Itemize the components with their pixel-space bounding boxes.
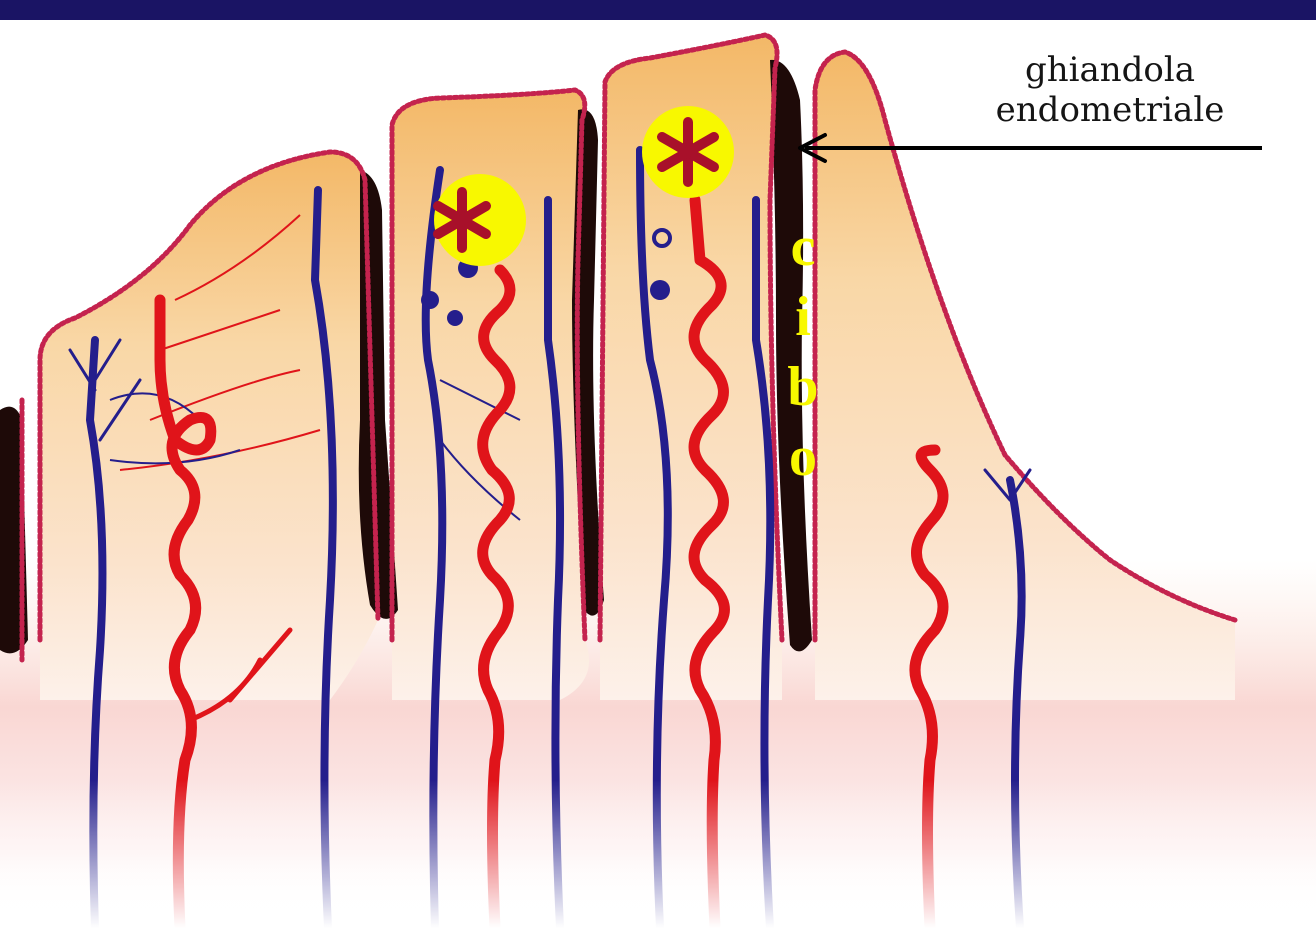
vein-knot-3: [447, 310, 463, 326]
bottom-fade: [0, 780, 1316, 928]
vertical-letter: b: [778, 352, 828, 422]
asterisk-marker-2: [642, 106, 734, 198]
gland-label-line-1: ghiandola: [960, 50, 1260, 90]
vertical-letter: i: [778, 282, 828, 352]
top-band: [0, 0, 1316, 20]
gland-label: ghiandola endometriale: [960, 50, 1260, 130]
asterisk-marker-1: [434, 174, 526, 266]
vertical-letter: c: [778, 212, 828, 282]
vertical-letter: o: [778, 422, 828, 492]
vertical-word: c i b o: [778, 212, 828, 492]
vein-knot-4: [650, 280, 670, 300]
gland-label-line-2: endometriale: [960, 90, 1260, 130]
vein-knot-2: [421, 291, 439, 309]
tissue-lobes: [40, 35, 1235, 700]
